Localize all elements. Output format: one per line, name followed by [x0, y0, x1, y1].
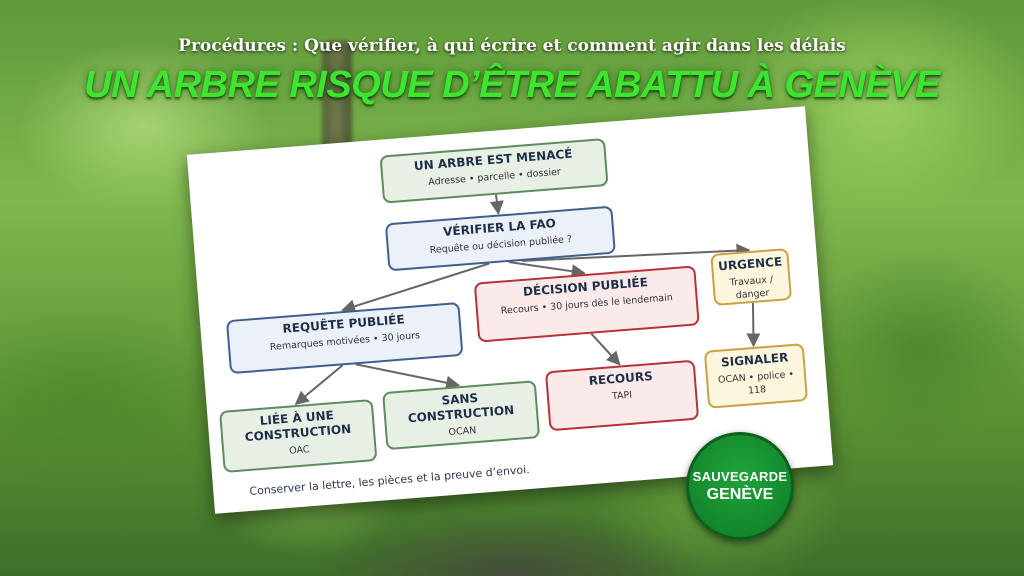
node-urgence-subtitle: Travaux / danger	[729, 274, 774, 302]
edge-menace-fao	[489, 194, 504, 216]
edge-fao-requete	[341, 262, 490, 313]
edge-requete-liee	[294, 364, 344, 405]
flowchart-edges	[294, 194, 761, 405]
edge-requete-sans	[355, 363, 461, 390]
node-sans-construction: SANS CONSTRUCTION OCAN	[382, 380, 541, 451]
flowchart-card: UN ARBRE EST MENACÉ Adresse • parcelle •…	[186, 106, 834, 514]
node-urgence: URGENCE Travaux / danger	[710, 247, 793, 306]
page-title: UN ARBRE RISQUE D’ÊTRE ABATTU À GENÈVE	[84, 64, 940, 106]
logo-line-1: SAUVEGARDE	[692, 468, 788, 484]
logo-line-2: GENÈVE	[706, 485, 774, 503]
tree-trunk	[322, 40, 352, 160]
node-signaler-subtitle: OCAN • police • 118	[717, 368, 795, 397]
page-subtitle: Procédures : Que vérifier, à qui écrire …	[178, 36, 846, 56]
sauvegarde-geneve-logo: SAUVEGARDE GENÈVE	[686, 432, 794, 540]
node-liee-construction: LIÉE À UNE CONSTRUCTION OAC	[219, 399, 378, 473]
edge-fao-urgence	[521, 243, 751, 262]
node-recours: RECOURS TAPI	[544, 359, 700, 432]
edge-urgence-signaler	[746, 302, 761, 348]
edge-decision-recours	[590, 333, 621, 366]
edge-fao-decision	[508, 260, 586, 279]
node-signaler: SIGNALER OCAN • police • 118	[703, 343, 809, 409]
node-urgence-title: URGENCE	[717, 254, 783, 274]
